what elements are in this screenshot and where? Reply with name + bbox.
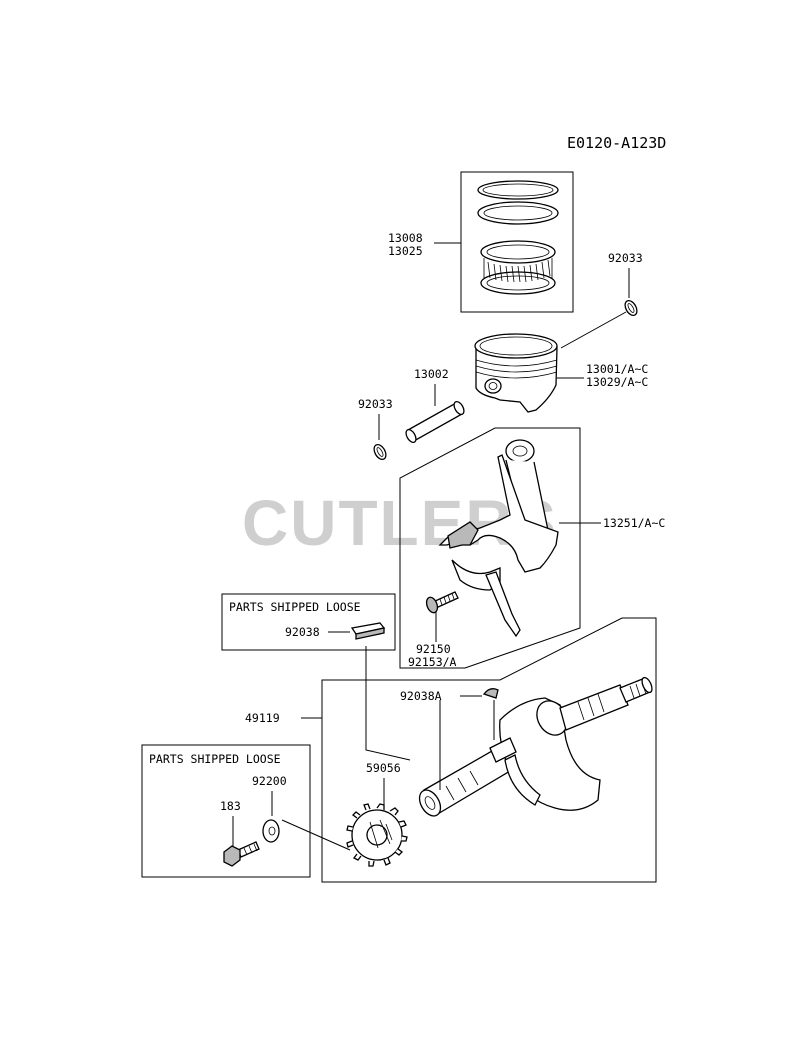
label-92153a: 92153/A: [408, 655, 457, 669]
crankshaft-part[interactable]: [415, 676, 654, 820]
circlip-right-part[interactable]: [623, 299, 640, 318]
label-92033-left: 92033: [358, 397, 393, 411]
label-49119: 49119: [245, 711, 280, 725]
parts-shipped-loose-box-1: [221, 593, 396, 651]
label-92038: 92038: [285, 625, 320, 639]
label-13001: 13001/A~C: [586, 362, 648, 376]
gear-part[interactable]: [346, 803, 408, 867]
parts-shipped-loose-title-1: PARTS SHIPPED LOOSE: [229, 600, 361, 614]
parts-shipped-loose-box-2: [141, 744, 311, 878]
conrod-box: [399, 427, 581, 669]
label-92200: 92200: [252, 774, 287, 788]
label-13008: 13008: [388, 231, 423, 245]
circlip-left-part[interactable]: [372, 443, 389, 462]
bolt-part[interactable]: [223, 841, 260, 867]
label-92038a: 92038A: [400, 689, 442, 703]
diagram-code: E0120-A123D: [567, 134, 666, 152]
piston-pin-part[interactable]: [404, 400, 466, 444]
label-13029: 13029/A~C: [586, 375, 648, 389]
key-92038-part[interactable]: [350, 622, 386, 640]
label-13251: 13251/A~C: [603, 516, 665, 530]
label-183: 183: [220, 799, 241, 813]
parts-shipped-loose-title-2: PARTS SHIPPED LOOSE: [149, 752, 281, 766]
conrod-bolt-part[interactable]: [425, 591, 459, 614]
crankshaft-box: [321, 617, 657, 883]
label-59056: 59056: [366, 761, 401, 775]
woodruff-key-part[interactable]: [482, 688, 499, 699]
label-92150: 92150: [416, 642, 451, 656]
washer-part[interactable]: [262, 819, 280, 843]
piston-part[interactable]: [474, 333, 558, 413]
ring-set-box: [460, 171, 574, 313]
label-13002: 13002: [414, 367, 449, 381]
connecting-rod-part[interactable]: [438, 439, 559, 638]
label-13025: 13025: [388, 244, 423, 258]
piston-ring-set-part[interactable]: [477, 180, 559, 295]
label-92033-right: 92033: [608, 251, 643, 265]
